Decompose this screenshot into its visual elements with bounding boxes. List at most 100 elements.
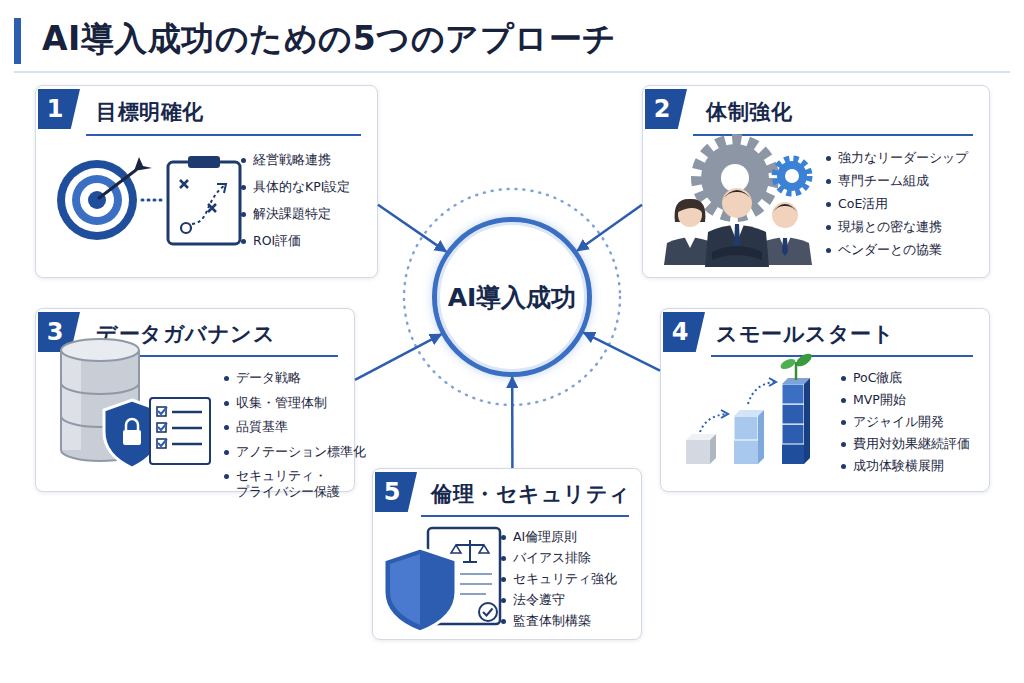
line-shape [460, 593, 486, 595]
path-shape [390, 554, 420, 625]
checklist-icon [150, 398, 210, 464]
path-shape [217, 184, 226, 193]
heading-underline [693, 134, 973, 136]
circle-shape [72, 175, 122, 225]
path-shape [721, 410, 728, 418]
center-circle: AI導入成功 [432, 217, 592, 377]
path-shape [158, 439, 167, 446]
bullet-item: CoE活用 [826, 196, 981, 212]
box-heading: 目標明確化 [96, 98, 204, 126]
bullet-item: MVP開始 [841, 392, 986, 408]
path-shape [712, 246, 762, 260]
rect-shape [782, 404, 804, 424]
rect-shape [61, 350, 139, 450]
path-shape [748, 382, 774, 404]
line-shape [172, 427, 202, 430]
bullet-item: 具体的なKPI設定 [241, 179, 371, 195]
rect-shape [61, 350, 81, 450]
rect-shape [782, 384, 804, 404]
path-shape [779, 236, 791, 250]
box-heading: 倫理・セキュリティ [431, 480, 631, 508]
box-heading: データガバナンス [96, 320, 275, 348]
polygon-shape [804, 378, 810, 464]
connector-arrow [584, 333, 660, 371]
path-shape [451, 545, 461, 553]
rect-shape [734, 440, 758, 464]
circle-shape [721, 164, 749, 192]
ellipse-shape [794, 351, 814, 369]
approach-box: 3データガバナンスデータ戦略収集・管理体制品質基準アノテーション標準化セキュリテ… [35, 308, 355, 492]
path-shape [479, 545, 489, 553]
ellipse-shape [61, 339, 139, 361]
path-shape [180, 180, 188, 188]
rect-shape [782, 424, 804, 444]
line-shape [795, 362, 798, 380]
polygon-shape [710, 434, 716, 464]
path-shape [158, 423, 167, 430]
connector-arrow [511, 377, 514, 468]
path-shape [384, 548, 456, 632]
rect-shape [188, 156, 220, 168]
document-icon [428, 528, 500, 624]
circle-shape [785, 169, 799, 183]
people-icon [664, 188, 812, 267]
line-shape [60, 350, 62, 450]
path-shape [700, 414, 726, 432]
heading-underline [86, 355, 338, 357]
bullet-item: 現場との密な連携 [826, 219, 981, 235]
bullet-item: 強力なリーダーシップ [826, 150, 981, 166]
bullet-item: 経営戦略連携 [241, 152, 371, 168]
rect-shape [157, 407, 166, 416]
path-shape [483, 609, 493, 616]
path-shape [772, 204, 798, 213]
circle-shape [777, 161, 807, 191]
rect-shape [686, 440, 710, 464]
path-shape [158, 407, 167, 414]
bullet-item: バイアス排除 [501, 550, 636, 566]
circle-shape [701, 144, 769, 212]
circle-shape [88, 191, 106, 209]
heading-underline [86, 134, 361, 136]
clipboard-icon [168, 156, 240, 244]
approach-box: 4スモールスタートPoC徹底MVP開始アジャイル開発費用対効果継続評価成功体験横… [660, 308, 990, 492]
path-shape [208, 204, 216, 212]
polygon-shape [758, 410, 764, 464]
line-shape [460, 583, 492, 585]
bullet-item: アノテーション標準化 [224, 444, 348, 460]
circle-shape [181, 223, 191, 233]
connector-arrow [577, 205, 642, 251]
line-shape [99, 170, 136, 198]
bullet-item: 専門チーム組成 [826, 173, 981, 189]
cube-stack-icon [686, 351, 814, 464]
diagram-title: AI導入成功のための5つのアプローチ [42, 17, 617, 62]
heading-underline [421, 515, 629, 517]
line-shape [172, 443, 202, 446]
line-shape [456, 544, 484, 546]
circle-shape [697, 140, 773, 216]
box-heading: 体制強化 [706, 98, 792, 126]
rect-shape [150, 398, 210, 464]
circle-shape [722, 188, 752, 218]
dotted-ring [404, 189, 620, 405]
line-shape [460, 573, 492, 575]
bullet-item: 品質基準 [224, 419, 348, 435]
path-shape [61, 416, 139, 427]
approach-box: 1目標明確化経営戦略連携具体的なKPI設定解決課題特定ROI評価 [35, 85, 378, 278]
path-shape [729, 222, 745, 242]
line-shape [469, 540, 471, 562]
bullet-item: 解決課題特定 [241, 206, 371, 222]
bullet-item: 監査体制構築 [501, 613, 636, 629]
number-badge: 2 [645, 89, 687, 129]
bullet-item: ベンダーとの協業 [826, 242, 981, 258]
path-shape [678, 201, 702, 212]
polygon-shape [782, 378, 810, 384]
number-badge: 3 [38, 312, 80, 352]
circle-shape [678, 203, 702, 227]
bullet-item: AI倫理原則 [501, 529, 636, 545]
line-shape [463, 561, 477, 563]
polygon-shape [734, 410, 764, 416]
heading-underline [711, 355, 973, 357]
path-shape [61, 450, 139, 461]
connector-arrow [355, 334, 441, 380]
